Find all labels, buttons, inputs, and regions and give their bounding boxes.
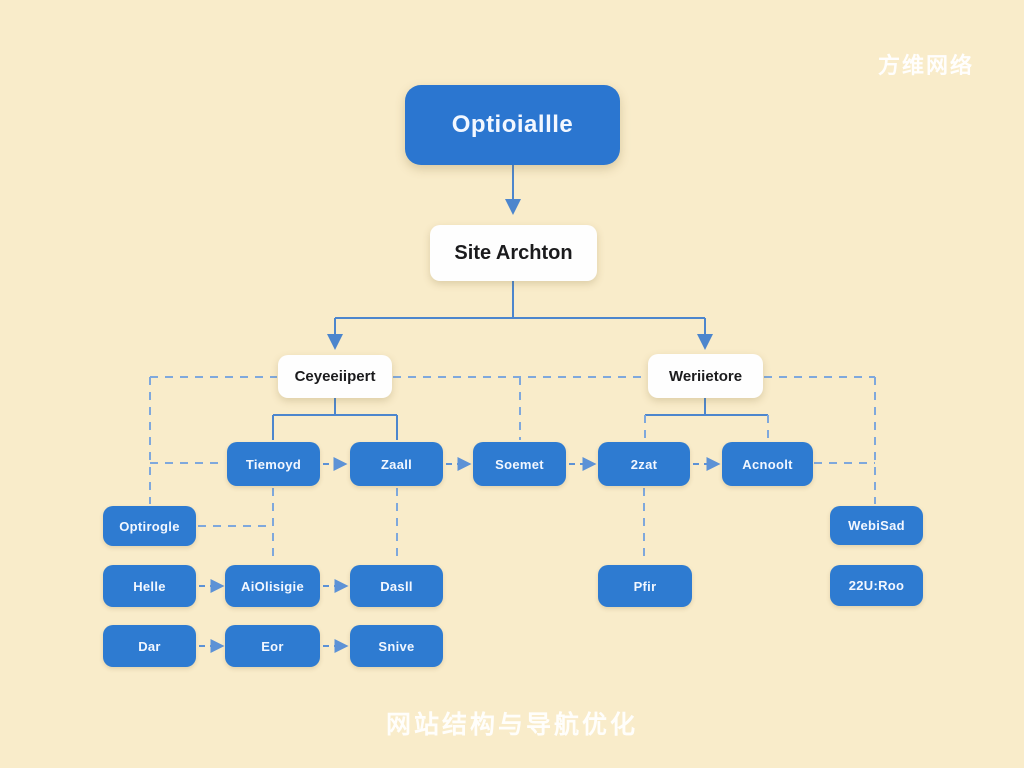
node-left-2: Helle — [103, 565, 196, 607]
page-caption: 网站结构与导航优化 — [385, 711, 638, 739]
node-col3-1: Dasll — [350, 565, 443, 607]
node-branch-right: Weriietore — [648, 354, 763, 398]
node-pfir: Pfir — [598, 565, 692, 607]
node-right-1: WebiSad — [830, 506, 923, 545]
node-left-1: Optirogle — [103, 506, 196, 546]
node-root: Optioiallle — [405, 85, 620, 165]
node-flow-3: Soemet — [473, 442, 566, 486]
node-mid-1: AiOlisigie — [225, 565, 320, 607]
node-branch-left: Ceyeeiipert — [278, 355, 392, 398]
node-site-architecture: Site Archton — [430, 225, 597, 281]
node-flow-1: Tiemoyd — [227, 442, 320, 486]
node-right-2: 22U:Roo — [830, 565, 923, 606]
node-mid-2: Eor — [225, 625, 320, 667]
node-flow-2: Zaall — [350, 442, 443, 486]
node-flow-4: 2zat — [598, 442, 690, 486]
brand-watermark: 方维网络 — [878, 53, 975, 78]
node-col3-2: Snive — [350, 625, 443, 667]
node-left-3: Dar — [103, 625, 196, 667]
node-flow-5: Acnoolt — [722, 442, 813, 486]
